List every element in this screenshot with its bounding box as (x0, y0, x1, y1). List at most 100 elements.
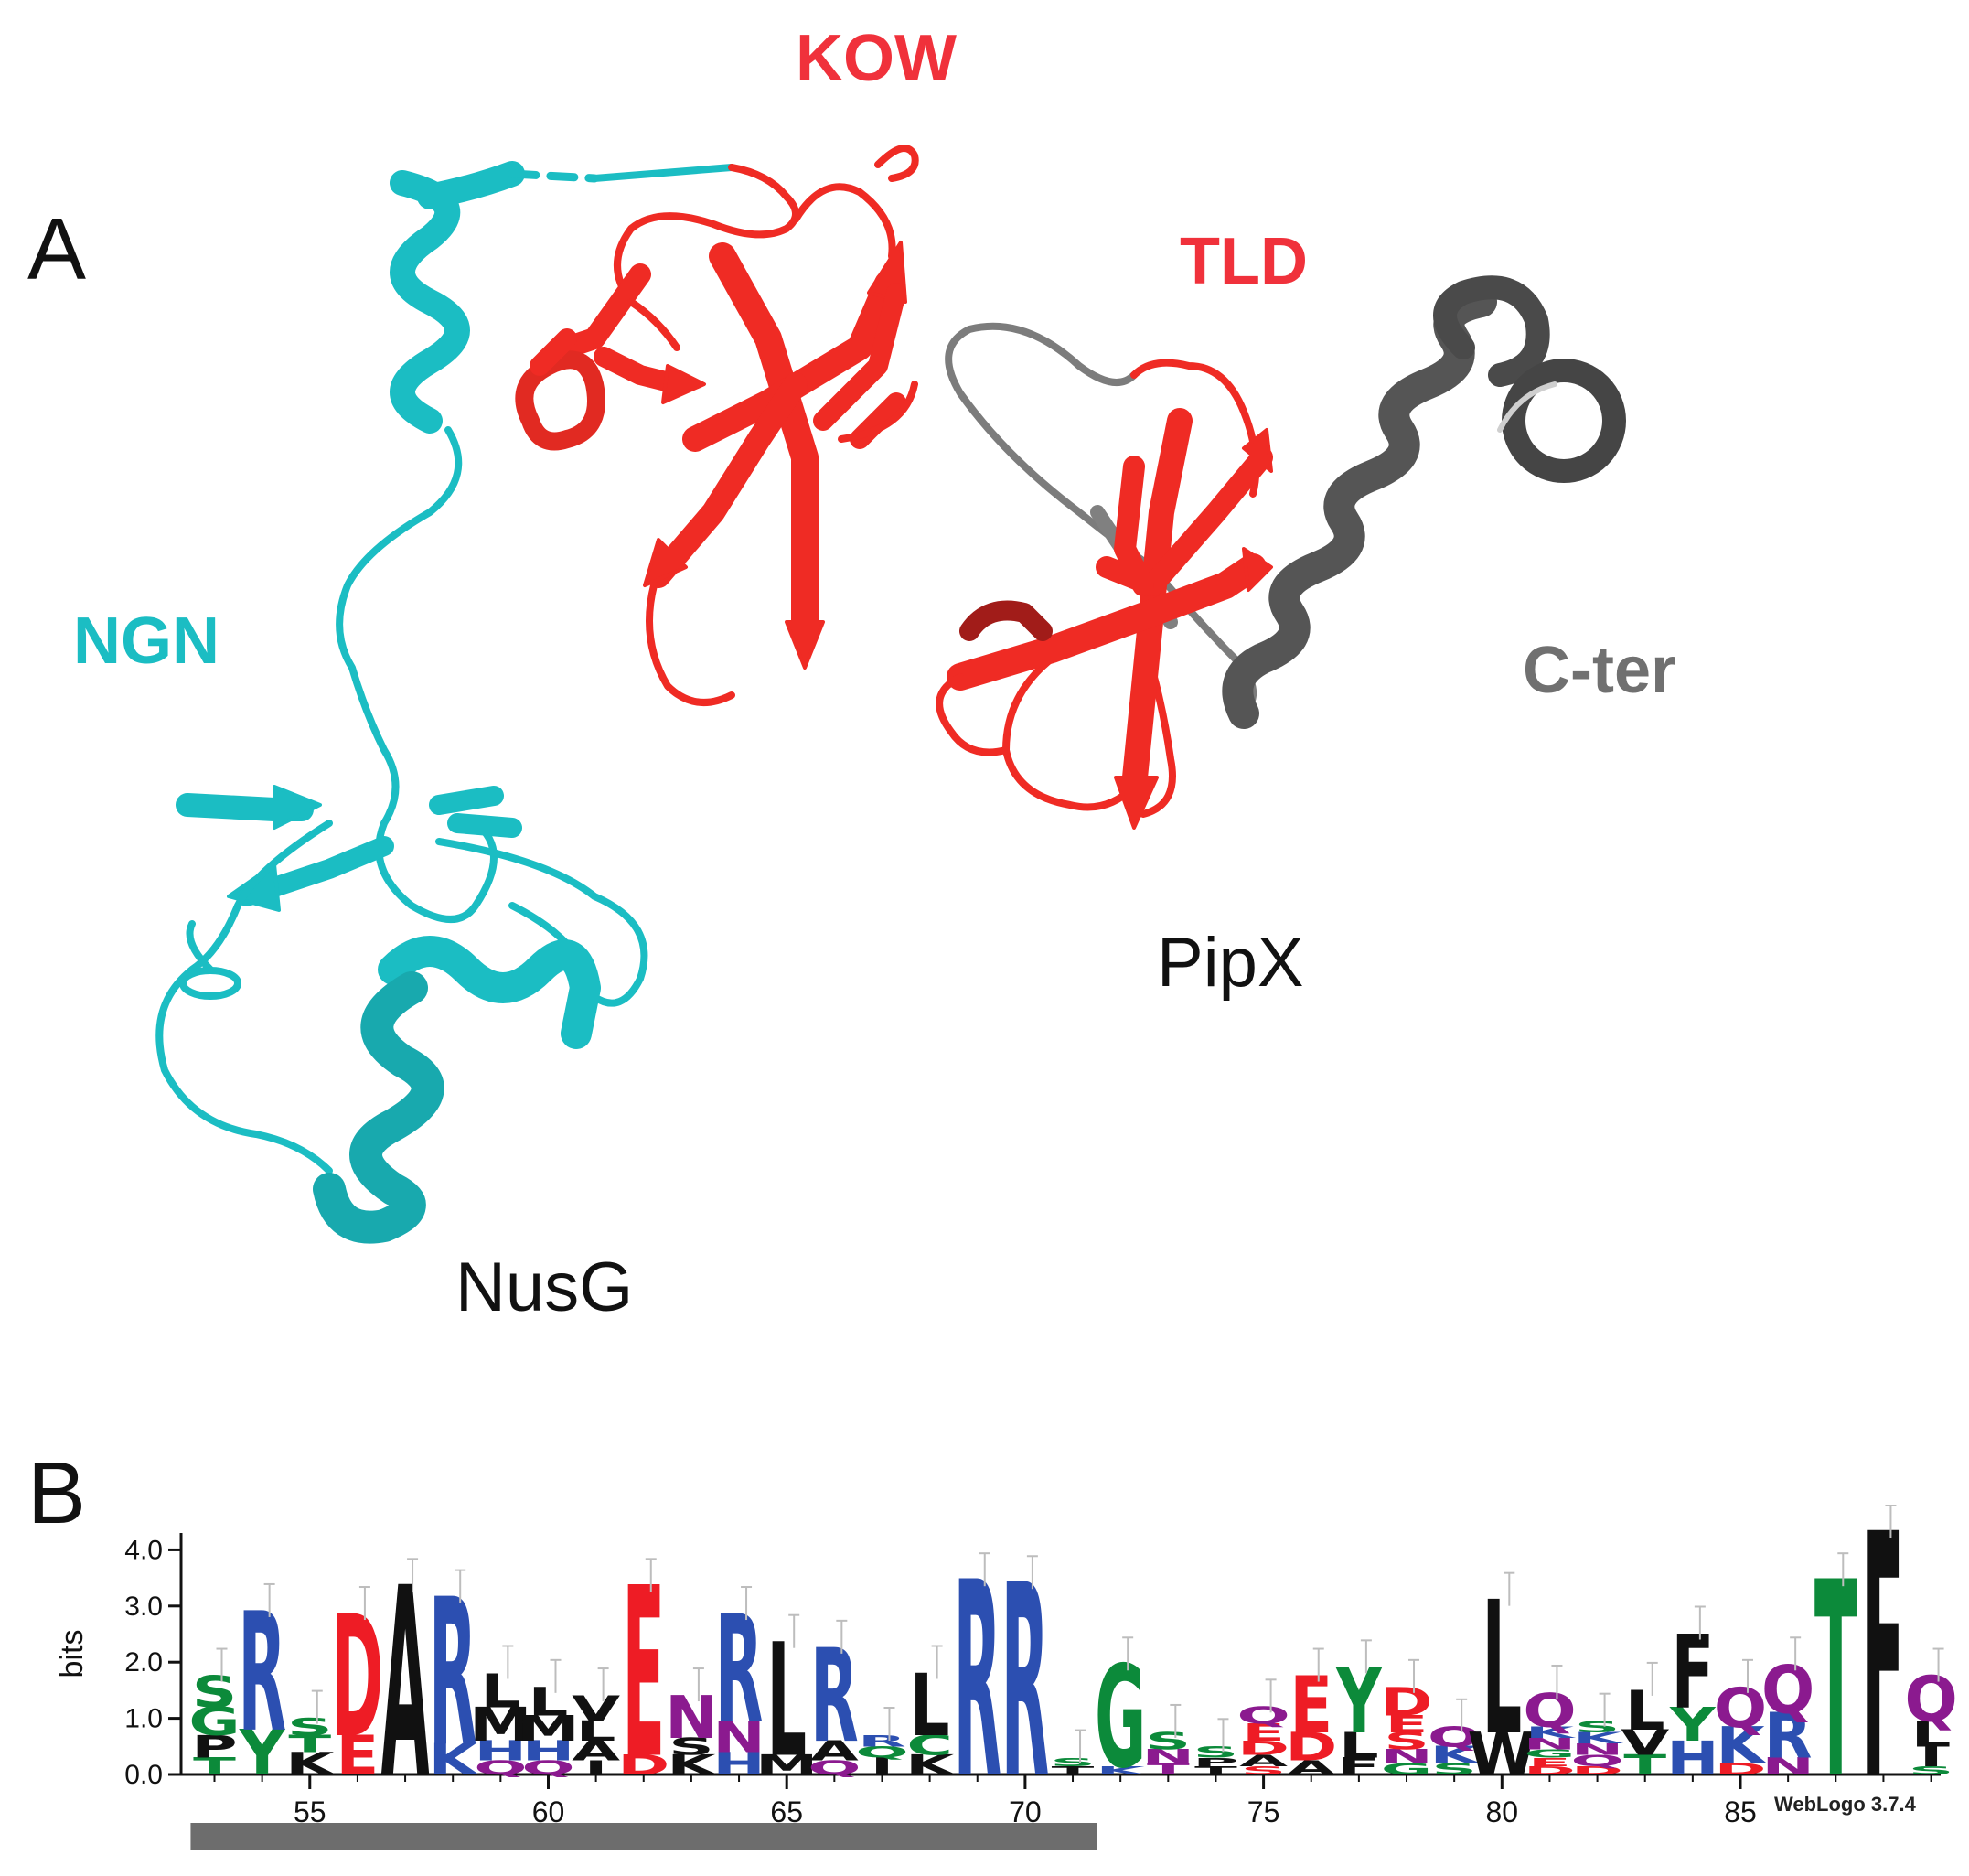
logo-letter-H: H (522, 1736, 574, 1767)
logo-letter-E: E (622, 1538, 665, 1811)
logo-letter-D: D (1571, 1763, 1623, 1777)
logo-letter-M: M (469, 1699, 531, 1753)
logo-letter-Q: Q (1570, 1752, 1623, 1770)
y-tick-label: 1.0 (124, 1704, 163, 1734)
logo-letter-S: S (1193, 1743, 1238, 1762)
logo-letter-K: K (1716, 1716, 1767, 1775)
logo-letter-S: S (1909, 1763, 1953, 1777)
logo-letter-Q: Q (1714, 1677, 1767, 1741)
y-tick-label: 3.0 (124, 1592, 163, 1622)
logo-letter-F: F (1337, 1753, 1380, 1781)
x-tick-label: 85 (1724, 1796, 1757, 1828)
logo-letter-N: N (1571, 1741, 1623, 1759)
logo-letter-L: L (1911, 1714, 1952, 1755)
logo-letter-R: R (810, 1622, 859, 1772)
logo-letter-Q: Q (1761, 1652, 1814, 1729)
logo-letter-Q: Q (855, 1743, 908, 1762)
logo-letter-Q: Q (521, 1756, 574, 1779)
logo-letter-A: A (572, 1736, 620, 1767)
weblogo-credit: WebLogo 3.7.4 (1774, 1793, 1916, 1816)
logo-letter-T: T (1147, 1760, 1190, 1778)
logo-letter-K: K (667, 1750, 718, 1781)
logo-letter-T: T (1052, 1763, 1095, 1777)
logo-letter-H: H (1666, 1731, 1718, 1785)
logo-letter-N: N (1380, 1745, 1432, 1768)
logo-letter-G: G (1524, 1747, 1575, 1761)
ngn-domain-ribbon (155, 161, 735, 1244)
logo-letter-R: R (1001, 1528, 1050, 1838)
logo-letter-A: A (381, 1532, 430, 1837)
logo-letter-Q: Q (808, 1756, 861, 1779)
logo-region-bar (190, 1823, 1097, 1850)
logo-letter-Y: Y (239, 1718, 286, 1790)
logo-letter-F: F (1671, 1613, 1714, 1731)
logo-letter-K: K (1430, 1742, 1482, 1769)
logo-letter-S: S (1050, 1755, 1095, 1769)
logo-letter-R: R (953, 1527, 1001, 1839)
logo-letter-L: L (481, 1665, 521, 1719)
logo-letter-H: H (475, 1736, 527, 1767)
logo-letter-S: S (1146, 1728, 1191, 1755)
logo-letter-N: N (1761, 1753, 1814, 1781)
logo-letter-T: T (1814, 1527, 1857, 1839)
logo-letter-Q: Q (474, 1756, 527, 1779)
logo-letter-F: F (1862, 1464, 1905, 1855)
logo-letter-P: P (1193, 1755, 1238, 1769)
logo-letter-G: G (1381, 1760, 1432, 1778)
logo-letter-S: S (1431, 1760, 1476, 1778)
logo-letter-K: K (285, 1745, 337, 1782)
logo-letter-R: R (715, 1585, 764, 1757)
logo-letter-S: S (1241, 1763, 1286, 1777)
logo-letter-E: E (1386, 1711, 1429, 1739)
logo-letter-S: S (287, 1714, 332, 1742)
logo-letter-Y: Y (1669, 1699, 1717, 1753)
panel-label-a: A (27, 200, 87, 298)
logo-letter-K: K (1097, 1763, 1148, 1777)
logo-letter-N: N (665, 1683, 717, 1752)
logo-letter-D: D (331, 1580, 383, 1774)
logo-letter-A: A (1239, 1752, 1289, 1770)
logo-letter-D: D (1524, 1763, 1576, 1777)
logo-letter-N: N (1524, 1735, 1576, 1753)
logo-letter-T: T (193, 1753, 236, 1781)
logo-letter-K: K (905, 1750, 957, 1781)
logo-letter-N: N (712, 1712, 765, 1762)
logo-letter-D: D (617, 1750, 669, 1781)
logo-letter-E: E (1242, 1720, 1285, 1747)
protein-label-pipx: PipX (1157, 924, 1304, 1002)
logo-letter-E: E (1528, 1755, 1571, 1769)
logo-letter-A: A (1287, 1756, 1336, 1779)
logo-letter-I: I (871, 1753, 894, 1781)
logo-letter-T: T (1194, 1763, 1237, 1777)
logo-letter-Q: Q (1523, 1684, 1576, 1738)
pipx-ribbon (936, 275, 1626, 830)
logo-letter-R: R (1764, 1701, 1813, 1774)
logo-letter-M: M (755, 1750, 818, 1781)
logo-letter-L: L (766, 1610, 807, 1792)
logo-letter-G: G (1095, 1637, 1146, 1800)
logo-letter-K: K (429, 1735, 480, 1785)
logo-letter-W: W (1468, 1720, 1537, 1788)
logo-letter-L: L (1625, 1679, 1665, 1743)
logo-letter-V: V (1621, 1722, 1669, 1763)
logo-letter-I: I (1920, 1742, 1943, 1773)
logo-letter-E: E (337, 1724, 380, 1788)
logo-letter-S: S (669, 1733, 713, 1761)
domain-label-tld: TLD (1180, 225, 1308, 298)
logo-letter-E: E (1289, 1661, 1332, 1752)
logo-letter-L: L (1339, 1725, 1379, 1766)
logo-letter-G: G (188, 1699, 240, 1744)
logo-letter-Y: Y (1335, 1648, 1383, 1753)
logo-letter-H: H (712, 1745, 765, 1782)
logo-letter-T: T (288, 1731, 331, 1758)
x-tick-label: 80 (1486, 1796, 1519, 1828)
y-tick-label: 2.0 (124, 1647, 163, 1678)
panel-label-b: B (27, 1444, 87, 1542)
logo-letter-L: L (1482, 1563, 1522, 1776)
logo-letter-S: S (1384, 1728, 1429, 1755)
logo-letter-S: S (1575, 1718, 1620, 1736)
logo-letter-Q: Q (1236, 1702, 1289, 1730)
